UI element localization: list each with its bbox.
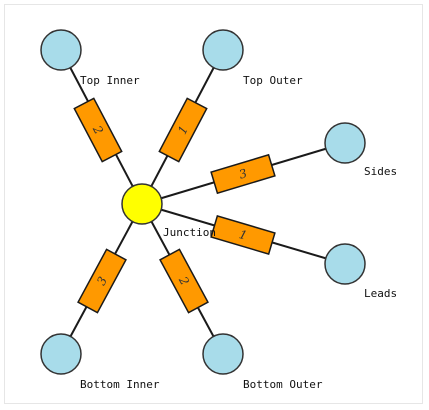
node-label-bottom-outer: Bottom Outer: [243, 378, 323, 391]
node-top-outer: [202, 29, 244, 71]
resistor-value-sides: 3: [237, 166, 249, 182]
junction-hub: Junction: [121, 183, 216, 239]
resistor-body-top-inner: [73, 97, 123, 163]
node-sides: [324, 122, 366, 164]
resistor-top-outer: 1: [158, 97, 208, 163]
junction-label: Junction: [163, 226, 216, 239]
resistor-body-top-outer: [158, 97, 208, 163]
resistor-body-bottom-inner: [77, 248, 127, 314]
node-top-inner: [40, 29, 82, 71]
node-bottom-inner: [40, 333, 82, 375]
node-label-bottom-inner: Bottom Inner: [80, 378, 160, 391]
resistor-bottom-inner: 3: [77, 248, 127, 314]
resistor-body-leads: [210, 215, 276, 255]
node-label-sides: Sides: [364, 165, 397, 178]
resistor-body-bottom-outer: [159, 248, 209, 314]
node-bottom-outer: [202, 333, 244, 375]
resistor-sides: 3: [210, 153, 276, 195]
resistor-body-sides: [210, 153, 276, 195]
connector-lines: [60, 49, 346, 355]
junction-circle: [121, 183, 163, 225]
node-leads: [324, 243, 366, 285]
node-label-leads: Leads: [364, 287, 397, 300]
resistor-value-leads: 1: [237, 227, 248, 243]
diagram-frame: [4, 4, 423, 404]
node-label-top-outer: Top Outer: [243, 74, 303, 87]
resistor-top-inner: 2: [73, 97, 123, 163]
node-label-top-inner: Top Inner: [80, 74, 140, 87]
resistor-bottom-outer: 2: [159, 248, 209, 314]
resistor-leads: 1: [210, 215, 276, 255]
